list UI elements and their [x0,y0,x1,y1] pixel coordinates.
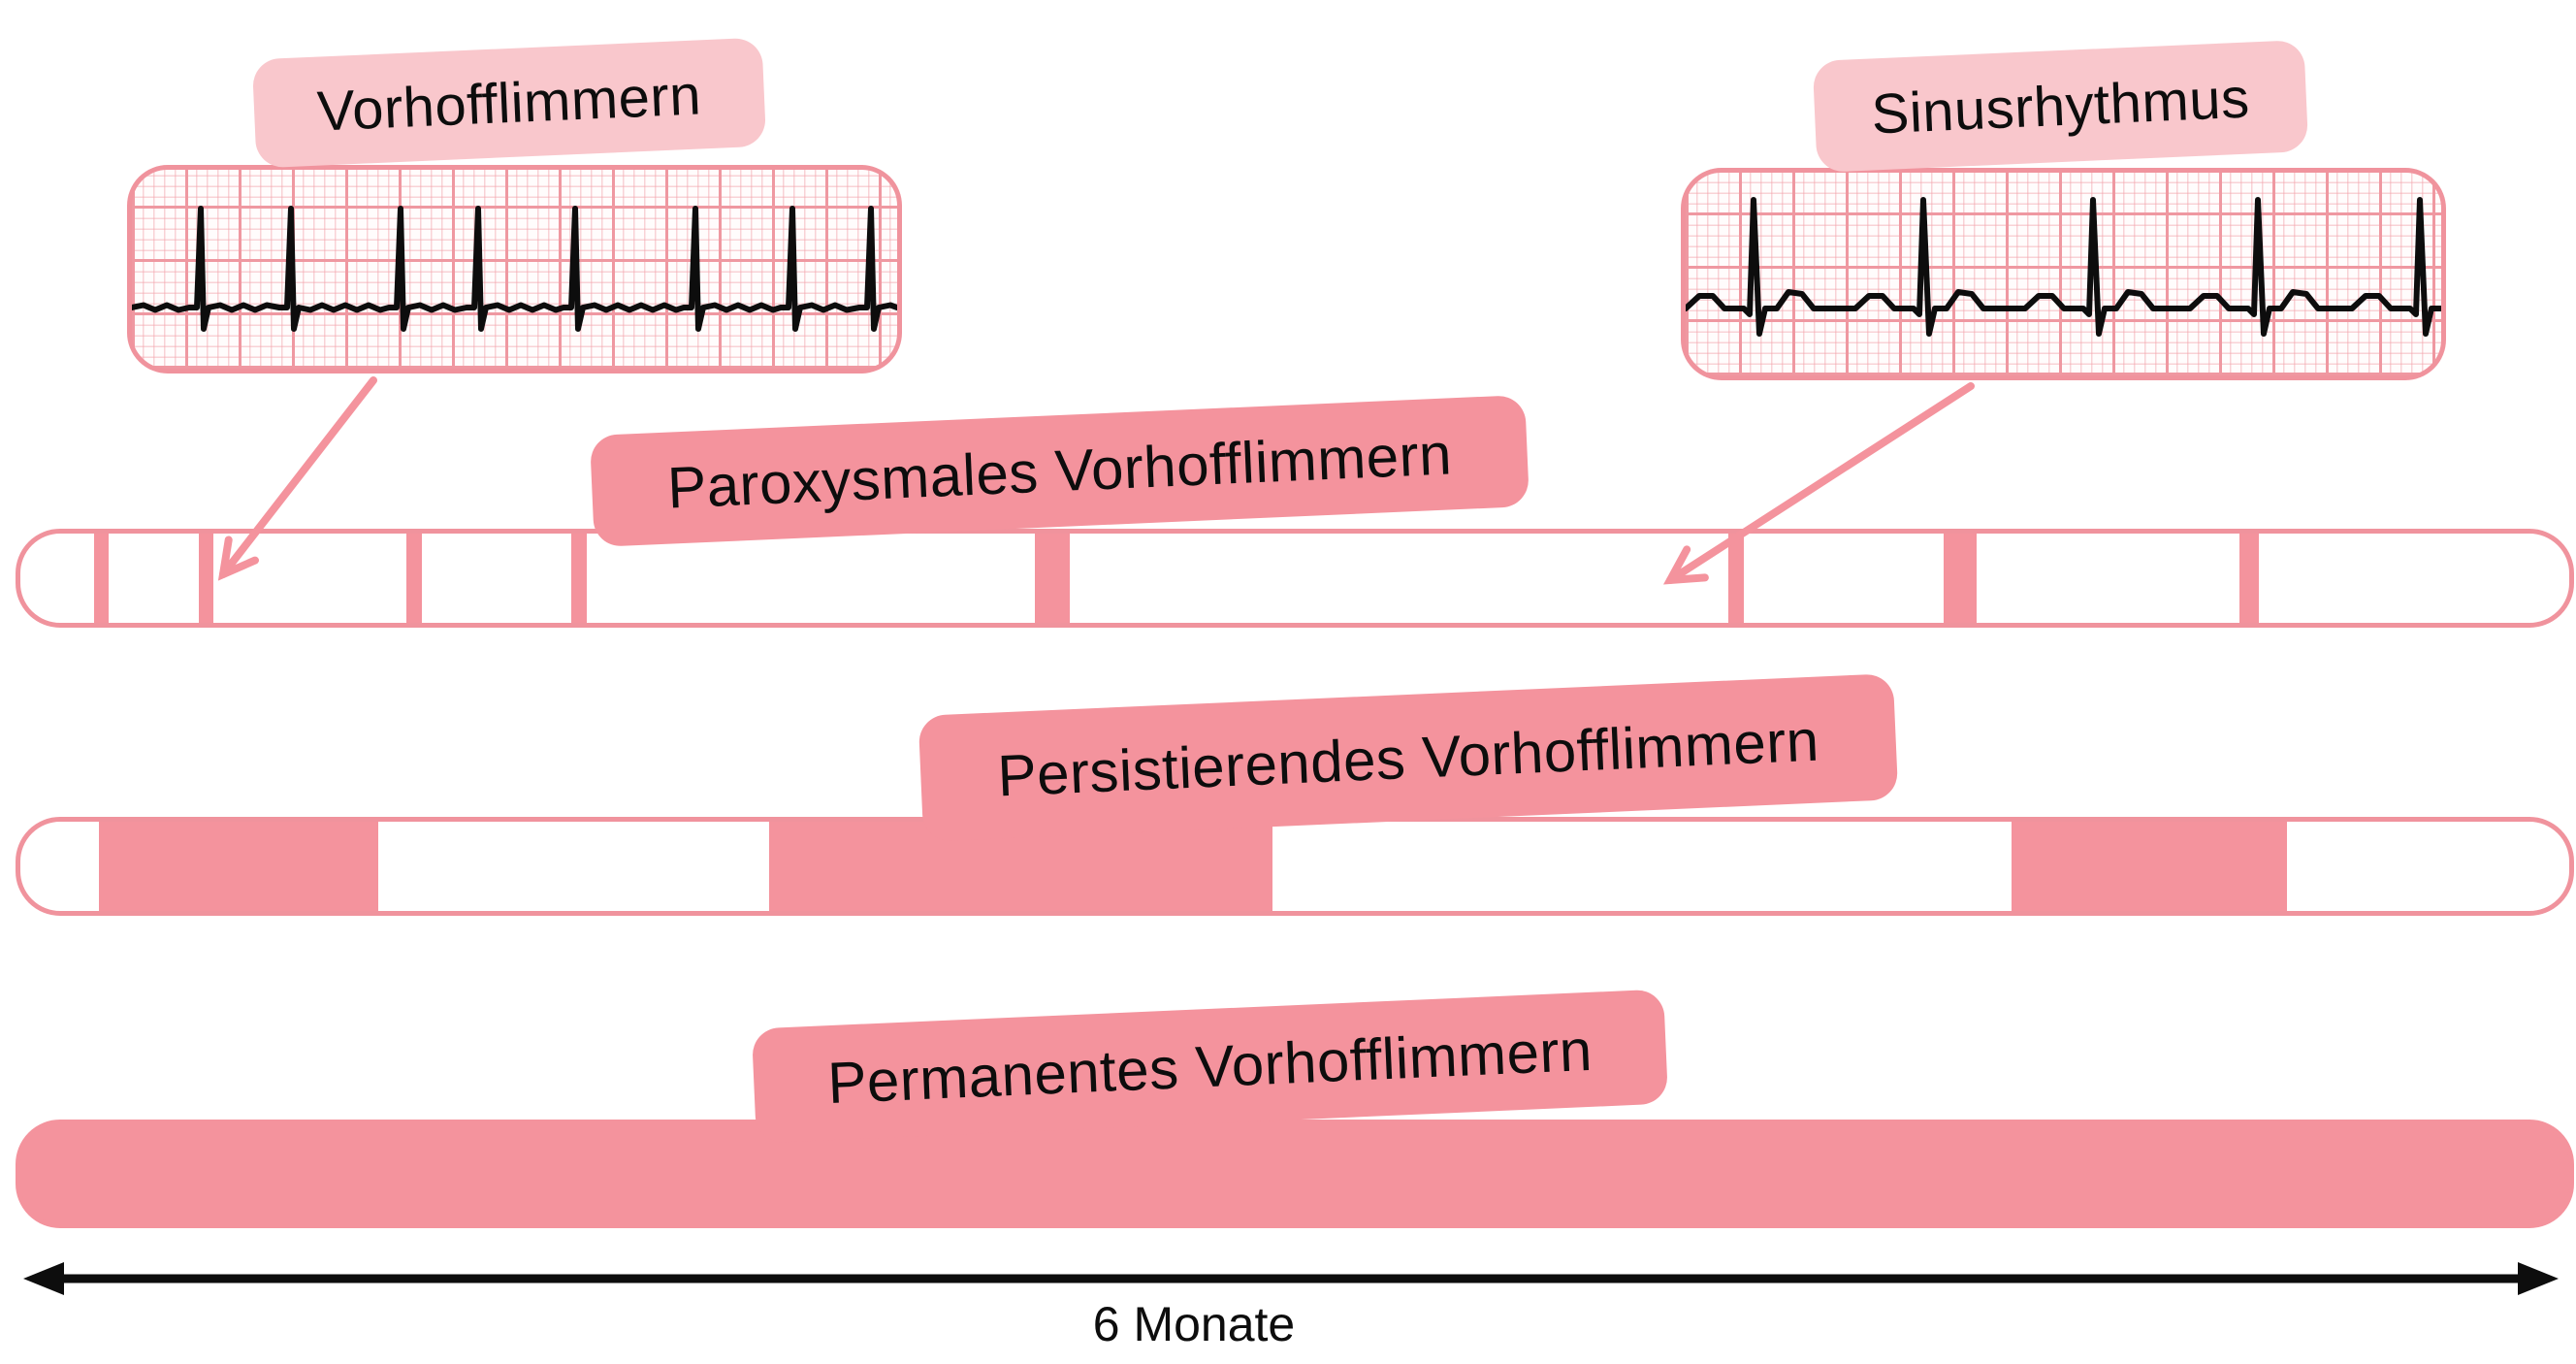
af-episode-stripe [2238,534,2259,623]
timeline-duration-label: 6 Monate [1092,1297,1296,1351]
arrowhead-left-icon [23,1262,64,1295]
af-episode-stripe [93,534,109,623]
af-episode-stripe [1728,534,1745,623]
label-vorhofflimmern: Vorhofflimmern [251,37,767,169]
ecg-af-trace-svg [132,206,897,332]
af-episode-stripe [570,534,587,623]
af-episode-stripe [198,534,213,623]
bar-paroxysmal-af [16,529,2574,628]
af-episode-stripe [1034,534,1070,623]
bar-persistent-af [16,817,2574,916]
label-sinusrhythmus: Sinusrhythmus [1812,39,2309,174]
ecg-sinus-trace-svg [1686,197,2441,337]
ecg-strip-sinus [1681,168,2446,380]
timeline-axis-arrow [23,1262,2559,1295]
bar-permanent-af [16,1120,2574,1228]
label-paroxysmales-vorhofflimmern: Paroxysmales Vorhofflimmern [589,395,1530,547]
af-episode-stripe [405,534,422,623]
af-episode-block [98,822,378,911]
ecg-strip-af [127,165,902,373]
ecg-trace [1686,197,2441,337]
af-episode-stripe [1944,534,1977,623]
ecg-trace [132,206,897,332]
af-episode-block [2011,822,2288,911]
arrowhead-right-icon [2518,1262,2559,1295]
